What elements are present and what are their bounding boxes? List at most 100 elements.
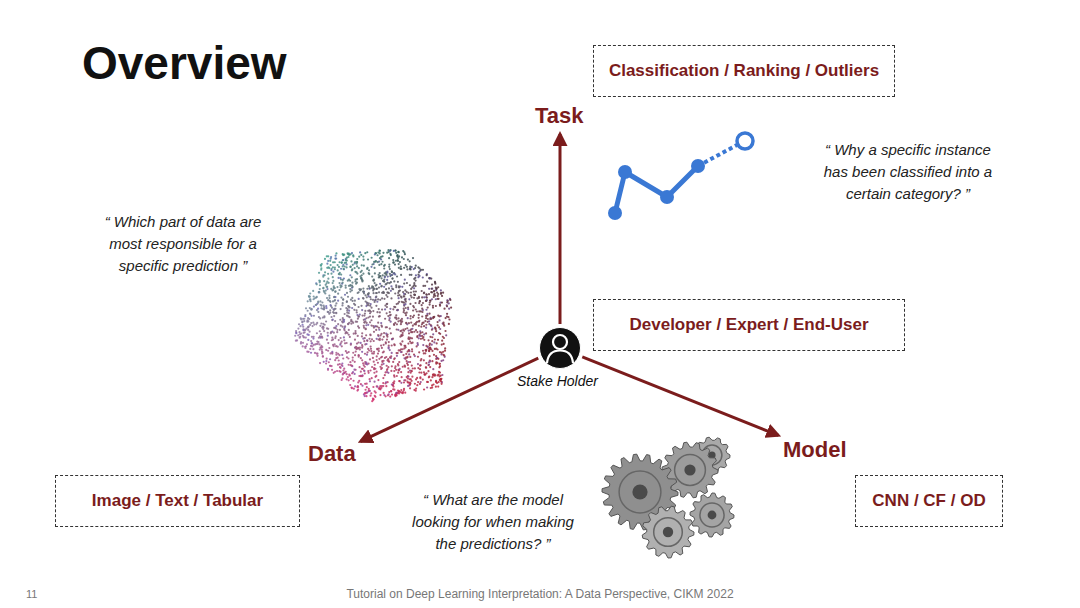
- cloud-dot: [369, 390, 371, 392]
- cloud-dot: [435, 386, 437, 388]
- cloud-dot: [376, 359, 378, 361]
- cloud-dot: [342, 254, 344, 256]
- cloud-dot: [431, 291, 433, 293]
- cloud-dot: [348, 306, 350, 308]
- cloud-dot: [323, 306, 325, 308]
- cloud-dot: [313, 324, 315, 326]
- box-text: Classification / Ranking / Outliers: [593, 45, 895, 97]
- cloud-dot: [431, 344, 433, 346]
- cloud-dot: [361, 332, 363, 334]
- cloud-dot: [333, 309, 335, 311]
- cloud-dot: [341, 377, 343, 379]
- cloud-dot: [302, 345, 304, 347]
- cloud-dot: [384, 264, 386, 266]
- cloud-dot: [373, 381, 375, 383]
- cloud-dot: [336, 264, 338, 266]
- cloud-dot: [338, 289, 340, 291]
- gear-rim: [654, 518, 683, 547]
- cloud-dot: [380, 344, 382, 346]
- cloud-dot: [395, 392, 397, 394]
- axis-heading: Task: [535, 103, 584, 129]
- cloud-dot: [325, 360, 327, 362]
- cloud-dot: [363, 265, 365, 267]
- cloud-dot: [348, 379, 350, 381]
- cloud-dot: [352, 352, 354, 354]
- cloud-dot: [418, 351, 420, 353]
- cloud-dot: [349, 374, 351, 376]
- cloud-dot: [392, 385, 394, 387]
- cloud-dot: [393, 273, 395, 275]
- cloud-dot: [428, 376, 430, 378]
- cloud-dot: [429, 347, 431, 349]
- cloud-dot: [377, 352, 379, 354]
- cloud-dot: [409, 387, 411, 389]
- cloud-dot: [298, 331, 300, 333]
- cloud-dot: [378, 329, 380, 331]
- cloud-dot: [355, 283, 357, 285]
- cloud-dot: [401, 351, 403, 353]
- cloud-dot: [395, 260, 397, 262]
- cloud-dot: [428, 313, 430, 315]
- cloud-dot: [375, 288, 377, 290]
- cloud-dot: [370, 350, 372, 352]
- cloud-dot: [406, 282, 408, 284]
- cloud-dot: [410, 288, 412, 290]
- cloud-dot: [337, 277, 339, 279]
- cloud-dot: [305, 345, 307, 347]
- cloud-dot: [325, 320, 327, 322]
- cloud-dot: [429, 355, 431, 357]
- cloud-dot: [413, 297, 415, 299]
- cloud-dot: [391, 344, 393, 346]
- cloud-dot: [375, 296, 377, 298]
- cloud-dot: [382, 382, 384, 384]
- cloud-dot: [325, 362, 327, 364]
- cloud-dot: [407, 342, 409, 344]
- cloud-dot: [430, 288, 432, 290]
- cloud-dot: [335, 354, 337, 356]
- cloud-dot: [362, 368, 364, 370]
- cloud-dot: [400, 266, 402, 268]
- cloud-dot: [349, 288, 351, 290]
- cloud-dot: [343, 321, 345, 323]
- cloud-dot: [325, 307, 327, 309]
- cloud-dot: [384, 374, 386, 376]
- cloud-dot: [342, 302, 344, 304]
- cloud-dot: [365, 328, 367, 330]
- person-shoulders: [547, 351, 573, 364]
- cloud-dot: [366, 251, 368, 253]
- cloud-dot: [407, 375, 409, 377]
- cloud-dot: [421, 304, 423, 306]
- cloud-dot: [450, 306, 452, 308]
- cloud-dot: [392, 262, 394, 264]
- cloud-dot: [376, 386, 378, 388]
- cloud-dot: [362, 280, 364, 282]
- cloud-dot: [423, 296, 425, 298]
- cloud-dot: [366, 301, 368, 303]
- cloud-dot: [342, 299, 344, 301]
- cloud-dot: [365, 361, 367, 363]
- cloud-dot: [391, 288, 393, 290]
- cloud-dot: [326, 263, 328, 265]
- cloud-dot: [385, 371, 387, 373]
- cloud-dot: [367, 370, 369, 372]
- cloud-dot: [323, 361, 325, 363]
- cloud-dot: [432, 316, 434, 318]
- cloud-dot: [411, 350, 413, 352]
- cloud-dot: [327, 255, 329, 257]
- cloud-dot: [398, 301, 400, 303]
- cloud-dot: [423, 359, 425, 361]
- cloud-dot: [395, 314, 397, 316]
- cloud-dot: [396, 392, 398, 394]
- cloud-dot: [340, 342, 342, 344]
- cloud-dot: [362, 297, 364, 299]
- cloud-dot: [393, 374, 395, 376]
- cloud-dot: [360, 371, 362, 373]
- cloud-dot: [435, 330, 437, 332]
- cloud-dot: [436, 382, 438, 384]
- cloud-dot: [387, 360, 389, 362]
- cloud-dot: [370, 298, 372, 300]
- cloud-dot: [319, 288, 321, 290]
- cloud-dot: [364, 252, 366, 254]
- cloud-dot: [361, 314, 363, 316]
- cloud-dot: [411, 364, 413, 366]
